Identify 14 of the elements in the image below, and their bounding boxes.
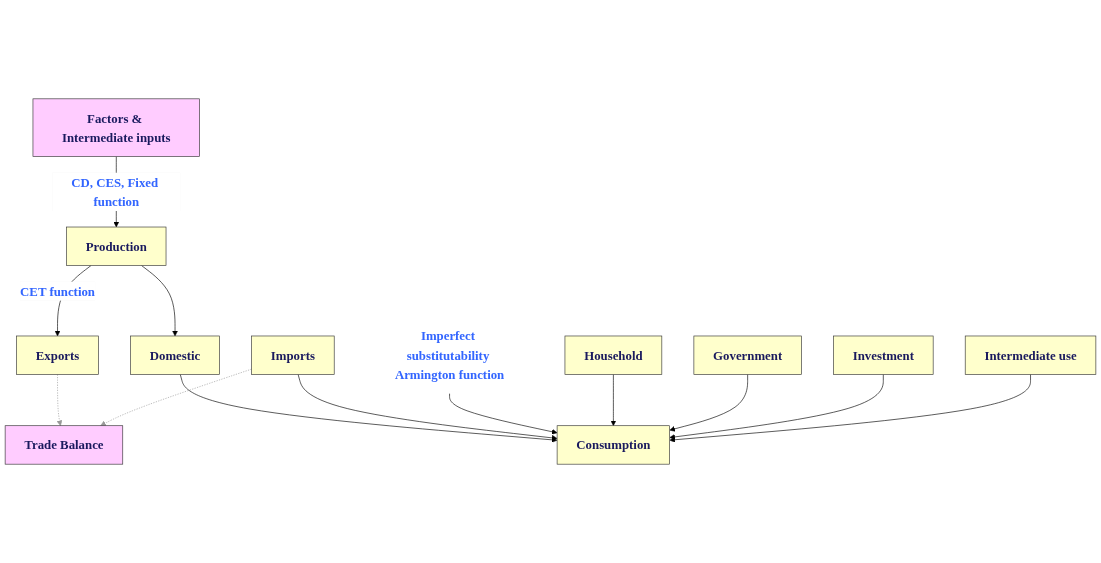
node-box: Consumption — [556, 425, 670, 465]
node-box: Household — [564, 335, 663, 375]
node-box: Factors & Intermediate inputs — [32, 98, 200, 157]
node-box: Intermediate use — [964, 335, 1097, 375]
node-box: Exports — [16, 335, 99, 375]
node-box: Investment — [833, 335, 934, 375]
node-box: Domestic — [130, 335, 220, 375]
edge-label: CET function — [20, 284, 95, 299]
node-box: Government — [693, 335, 802, 375]
node-box: Imports — [251, 335, 335, 375]
node-box: Trade Balance — [4, 425, 124, 465]
edge-label: CD, CES, Fixed function — [71, 175, 159, 209]
node-box: Production — [66, 226, 167, 266]
node-text: Imperfect substitutability Armington function — [394, 328, 505, 382]
